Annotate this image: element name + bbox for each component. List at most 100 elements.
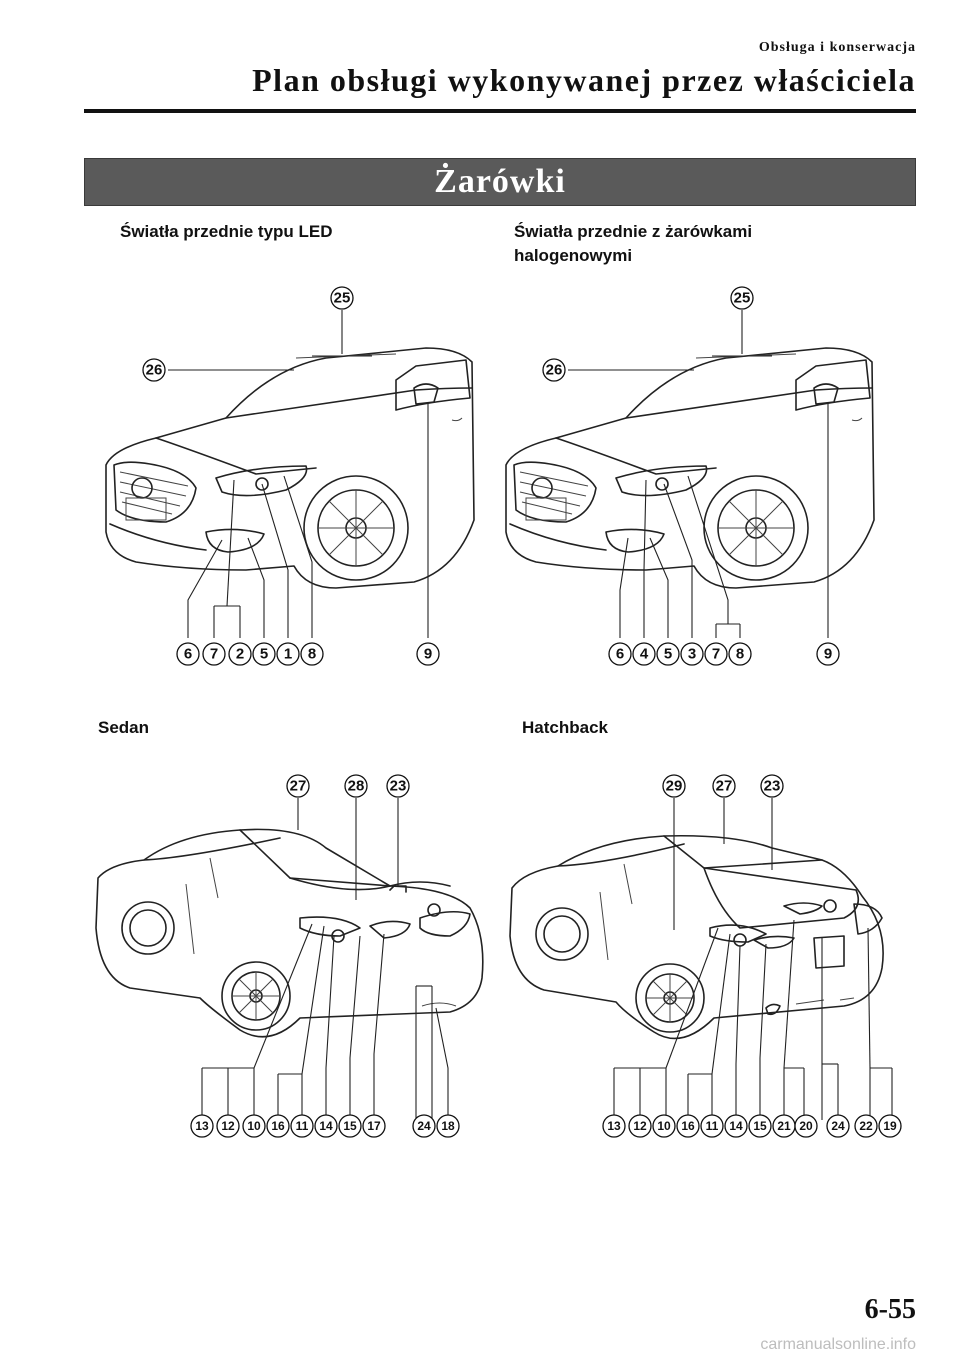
svg-text:6: 6	[616, 646, 624, 663]
callout-badge: 14	[724, 1114, 748, 1138]
svg-text:11: 11	[296, 1119, 309, 1133]
svg-text:9: 9	[424, 646, 432, 663]
led-front-diagram: 25 26 6 7 2 5 1 8 9	[96, 270, 486, 680]
callout-badge: 24	[412, 1114, 436, 1138]
leader-lines	[168, 310, 429, 638]
svg-text:5: 5	[260, 646, 268, 663]
halogen-headlights-caption: Światła przednie z żarówkami halogenowym…	[514, 220, 752, 268]
callout-badge: 2	[228, 642, 252, 666]
svg-text:15: 15	[343, 1119, 357, 1133]
callout-badge: 8	[728, 642, 752, 666]
callout-badge: 27	[712, 774, 736, 798]
svg-text:12: 12	[633, 1119, 647, 1133]
svg-text:20: 20	[799, 1119, 813, 1133]
callout-badge: 10	[652, 1114, 676, 1138]
led-headlights-caption: Światła przednie typu LED	[120, 222, 333, 241]
svg-text:14: 14	[729, 1119, 743, 1133]
callout-badge: 6	[608, 642, 632, 666]
callout-badge: 4	[632, 642, 656, 666]
svg-text:5: 5	[664, 646, 672, 663]
callout-badge: 14	[314, 1114, 338, 1138]
callout-badges: 25 26 6 4 5 3 7 8 9	[542, 286, 840, 666]
svg-text:24: 24	[831, 1119, 845, 1133]
callout-badge: 26	[142, 358, 166, 382]
page-number: 6-55	[864, 1294, 916, 1325]
hatchback-caption: Hatchback	[522, 718, 608, 737]
section-banner: Żarówki	[84, 158, 916, 206]
callout-badge: 7	[704, 642, 728, 666]
car-front-drawing	[505, 347, 875, 589]
svg-text:4: 4	[640, 646, 649, 663]
callout-badge: 24	[826, 1114, 850, 1138]
callout-badge: 3	[680, 642, 704, 666]
callout-badge: 22	[854, 1114, 878, 1138]
section-name: Obsługa i konserwacja	[758, 40, 916, 55]
svg-text:16: 16	[271, 1119, 285, 1133]
svg-text:15: 15	[753, 1119, 767, 1133]
halogen-caption-line-2: halogenowymi	[514, 246, 633, 265]
callout-badge: 9	[416, 642, 440, 666]
callout-badge: 7	[202, 642, 226, 666]
callout-badge: 6	[176, 642, 200, 666]
svg-text:10: 10	[657, 1119, 671, 1133]
callout-badge: 17	[362, 1114, 386, 1138]
svg-text:10: 10	[247, 1119, 261, 1133]
svg-text:9: 9	[824, 646, 832, 663]
callout-badge: 29	[662, 774, 686, 798]
callout-badge: 15	[748, 1114, 772, 1138]
svg-text:25: 25	[334, 290, 351, 307]
svg-text:1: 1	[284, 646, 292, 663]
callout-badge: 13	[602, 1114, 626, 1138]
svg-text:14: 14	[319, 1119, 333, 1133]
svg-text:28: 28	[348, 778, 365, 795]
callout-badges: 29 27 23 13 12 10 16 11 14 15 21 20 24 2…	[602, 774, 902, 1138]
callout-badge: 27	[286, 774, 310, 798]
callout-badge: 25	[730, 286, 754, 310]
svg-text:12: 12	[221, 1119, 235, 1133]
svg-text:8: 8	[736, 646, 744, 663]
callout-badge: 12	[216, 1114, 240, 1138]
svg-text:24: 24	[417, 1119, 431, 1133]
callout-badge: 18	[436, 1114, 460, 1138]
svg-text:16: 16	[681, 1119, 695, 1133]
callout-badge: 25	[330, 286, 354, 310]
callout-badge: 16	[266, 1114, 290, 1138]
svg-text:21: 21	[777, 1119, 791, 1133]
callout-badge: 5	[252, 642, 276, 666]
svg-text:27: 27	[716, 778, 733, 795]
svg-text:6: 6	[184, 646, 192, 663]
leader-lines	[201, 798, 449, 1120]
svg-text:27: 27	[290, 778, 307, 795]
svg-text:13: 13	[607, 1119, 621, 1133]
callout-badge: 1	[276, 642, 300, 666]
callout-badge: 12	[628, 1114, 652, 1138]
svg-text:13: 13	[195, 1119, 209, 1133]
svg-text:23: 23	[764, 778, 781, 795]
leader-lines	[613, 798, 893, 1120]
callout-badge: 26	[542, 358, 566, 382]
car-front-drawing	[105, 347, 475, 589]
sedan-caption: Sedan	[98, 718, 150, 737]
callout-badge: 10	[242, 1114, 266, 1138]
svg-text:29: 29	[666, 778, 683, 795]
callout-badges: 27 28 23 13 12 10 16 11 14 15 17 24 18	[190, 774, 460, 1138]
callout-badge: 21	[772, 1114, 796, 1138]
callout-badge: 8	[300, 642, 324, 666]
callout-badge: 19	[878, 1114, 902, 1138]
page-title: Plan obsługi wykonywanej przez właścicie…	[252, 62, 916, 98]
svg-text:19: 19	[883, 1119, 897, 1133]
svg-text:3: 3	[688, 646, 696, 663]
svg-text:7: 7	[210, 646, 218, 663]
callout-badge: 11	[290, 1114, 314, 1138]
halogen-caption-line-1: Światła przednie z żarówkami	[514, 222, 753, 241]
callout-badge: 23	[760, 774, 784, 798]
callout-badges: 25 26 6 7 2 5 1 8 9	[142, 286, 440, 666]
callout-badge: 28	[344, 774, 368, 798]
svg-text:7: 7	[712, 646, 720, 663]
svg-text:11: 11	[706, 1119, 719, 1133]
callout-badge: 11	[700, 1114, 724, 1138]
leader-lines	[568, 310, 829, 638]
callout-badge: 20	[794, 1114, 818, 1138]
hatchback-rear-diagram: 29 27 23 13 12 10 16 11 14 15 21 20 24 2…	[504, 768, 904, 1148]
callout-badge: 13	[190, 1114, 214, 1138]
